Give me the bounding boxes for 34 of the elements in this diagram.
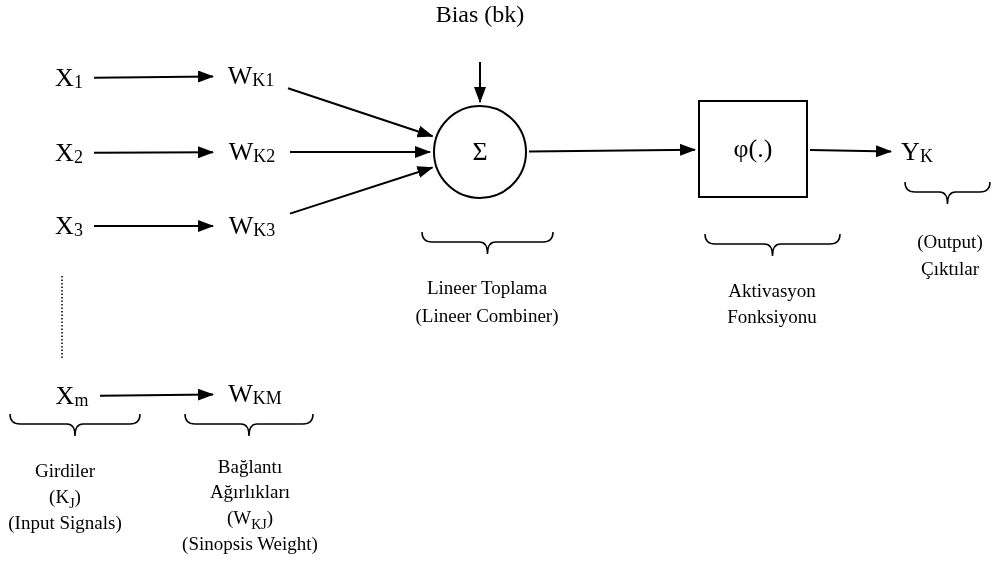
- caption-text: (K$_{J}$): [49, 486, 81, 506]
- variable-label: W$_{KM}$: [216, 376, 294, 412]
- arrow: [93, 146, 214, 159]
- variable-label: W$_{K1}$: [216, 58, 286, 94]
- caption-text: Aktivasyon: [728, 280, 816, 300]
- caption-text: Bağlantı: [217, 456, 283, 476]
- bias-label: Bias (bk): [435, 2, 525, 26]
- arrow: [289, 166, 434, 215]
- caption-text: (Input Signals): [8, 512, 122, 532]
- caption-text: Fonksiyonu: [727, 306, 817, 326]
- arrow: [289, 146, 431, 158]
- variable-label: Y$_{K}$: [894, 134, 940, 170]
- caption-text: Girdiler: [34, 460, 96, 480]
- variable-label: W$_{K2}$: [216, 134, 288, 170]
- arrow: [474, 61, 486, 103]
- arrow: [287, 87, 434, 138]
- variable-label: X$_{3}$: [46, 208, 92, 244]
- arrow: [99, 388, 214, 401]
- arrow: [93, 220, 214, 232]
- arrow: [528, 143, 696, 156]
- caption-text: Çıktılar: [920, 258, 980, 278]
- caption-text: (Output): [917, 231, 983, 251]
- arrow: [809, 145, 892, 158]
- caption-text: Ağırlıkları: [209, 481, 291, 501]
- caption-text: (Sinopsis Weight): [182, 533, 318, 553]
- variable-label: X$_{2}$: [46, 135, 92, 171]
- variable-label: W$_{K3}$: [216, 208, 288, 244]
- activation-box: φ(.): [698, 100, 808, 198]
- variable-label: X$_{m}$: [46, 378, 98, 414]
- caption-text: (Lineer Combiner): [415, 305, 559, 325]
- caption-text: (W$_{KJ}$): [226, 507, 274, 527]
- caption-text: Lineer Toplama: [426, 277, 548, 297]
- variable-label: X$_{1}$: [46, 60, 92, 96]
- arrow: [93, 70, 214, 83]
